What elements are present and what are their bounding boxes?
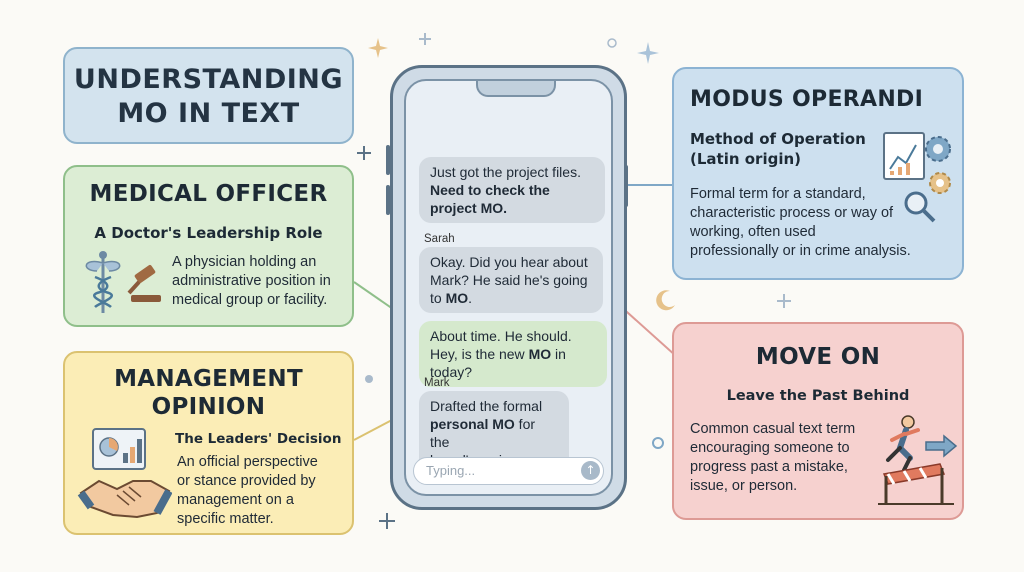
management-opinion-card: MANAGEMENT OPINION The Leaders' Decision… [63, 351, 354, 535]
page-title: UNDERSTANDING MO IN TEXT [73, 64, 344, 129]
gear-icon [925, 136, 951, 194]
medical-subheading: A Doctor's Leadership Role [94, 224, 323, 242]
chart-icon [92, 428, 146, 470]
sender-name-sarah: Sarah [424, 233, 455, 245]
phone-side-button [386, 185, 390, 215]
chart-handshake-icon [77, 428, 172, 519]
message-input[interactable]: Typing... ↑ [413, 457, 604, 485]
medical-officer-card: MEDICAL OFFICER A Doctor's Leadership Ro… [63, 165, 354, 327]
medical-heading: MEDICAL OFFICER [89, 181, 328, 207]
phone-side-button [386, 145, 390, 175]
chart-icon [883, 132, 925, 180]
plus-icon [357, 146, 371, 160]
modus-description: Formal term for a standard, characterist… [690, 186, 911, 259]
runner-icon [886, 415, 920, 472]
caduceus-gavel-icon [85, 251, 161, 313]
sparkle-icon [368, 38, 388, 58]
move-on-heading: MOVE ON [755, 344, 881, 370]
send-arrow-icon: ↑ [585, 463, 596, 477]
chat-message-1: Just got the project files. Need to chec… [419, 157, 605, 223]
chat-message-3: About time. He should. Hey, is the new M… [419, 321, 607, 387]
plus-icon [419, 33, 431, 45]
send-button[interactable]: ↑ [581, 461, 600, 480]
caduceus-icon [85, 251, 121, 313]
move-on-subheading: Leave the Past Behind [726, 388, 910, 404]
plus-icon [777, 294, 791, 308]
dot-icon [365, 375, 373, 383]
modus-operandi-card: MODUS OPERANDI Method of Operation (Lati… [672, 67, 964, 280]
title-card: UNDERSTANDING MO IN TEXT [63, 47, 354, 144]
arrow-right-icon [925, 434, 958, 458]
sparkle-icon [637, 42, 659, 64]
hurdle-icon [878, 463, 954, 505]
management-description: An official perspective or stance provid… [177, 454, 318, 527]
handshake-icon [77, 479, 172, 519]
moon-icon [656, 290, 675, 311]
chat-screen: Just got the project files. Need to chec… [404, 79, 613, 496]
gavel-icon [127, 264, 161, 302]
dot-icon [652, 437, 664, 449]
medical-description: A physician holding an administrative po… [172, 254, 331, 308]
process-analysis-icon [883, 132, 951, 223]
message-input-placeholder: Typing... [426, 463, 476, 478]
plus-icon [379, 513, 395, 529]
phone-notch [476, 81, 556, 97]
sender-name-mark: Mark [424, 377, 450, 389]
runner-hurdle-icon [878, 415, 958, 505]
dot-icon [607, 38, 617, 48]
management-heading: MANAGEMENT OPINION [114, 366, 303, 420]
modus-subheading: Method of Operation (Latin origin) [690, 130, 866, 168]
move-on-description: Common casual text term encouraging some… [690, 421, 856, 494]
phone-mockup: Just got the project files. Need to chec… [390, 65, 627, 510]
modus-heading: MODUS OPERANDI [690, 87, 924, 112]
management-subheading: The Leaders' Decision [175, 431, 342, 447]
move-on-card: MOVE ON Leave the Past Behind Common cas… [672, 322, 964, 520]
magnifier-icon [904, 191, 936, 223]
chat-message-2: Okay. Did you hear about Mark? He said h… [419, 247, 603, 313]
